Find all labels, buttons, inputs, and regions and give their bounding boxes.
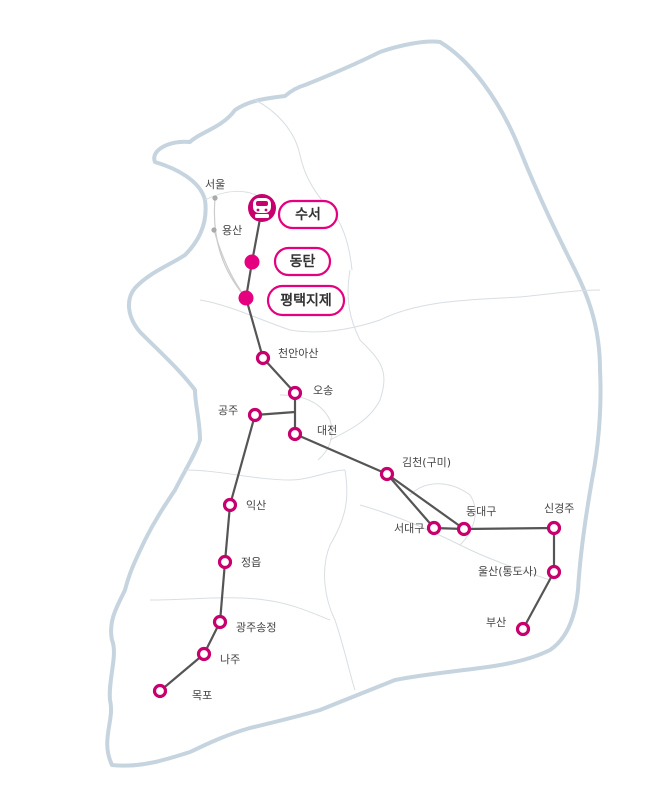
pill-pyeongtaek-jije[interactable]: 평택지제 (266, 284, 346, 317)
border-chungcheong-jeolla (184, 469, 346, 481)
line-gimcheon-dongdaegu (386, 473, 465, 530)
label-mokpo: 목포 (192, 689, 212, 702)
label-osong: 오송 (313, 384, 333, 397)
station-ring-iksan[interactable] (222, 497, 238, 513)
station-ring-gongju[interactable] (247, 407, 263, 423)
label-dongtan: 동탄 (290, 253, 316, 270)
label-jeongeup: 정읍 (241, 556, 261, 569)
border-gyeonggi-chungcheong (199, 299, 381, 333)
border-chungbuk-inner (329, 269, 385, 441)
station-dot-seoul (212, 195, 218, 201)
station-ring-singyeongju[interactable] (546, 520, 562, 536)
label-yongsan: 용산 (222, 224, 242, 237)
label-pyeongtaek-jije: 평택지제 (280, 292, 332, 309)
pill-suseo[interactable]: 수서 (277, 199, 339, 230)
border-daegu-gyeongbuk (359, 504, 551, 581)
line-dongdaegu-busan (463, 526, 556, 630)
border-gangwon-gyeongbuk (379, 289, 601, 321)
station-ring-gwangju-songjeong[interactable] (212, 614, 228, 630)
station-ring-ulsan[interactable] (546, 564, 562, 580)
label-busan: 부산 (486, 616, 506, 629)
label-cheonan-asan: 천안아산 (278, 346, 318, 360)
label-gwangju-songjeong: 광주송정 (236, 621, 276, 634)
label-ulsan: 울산(통도사) (478, 565, 537, 578)
label-gongju: 공주 (218, 404, 238, 417)
label-dongdaegu: 동대구 (466, 505, 496, 518)
station-ring-busan[interactable] (515, 621, 531, 637)
station-ring-osong[interactable] (287, 385, 303, 401)
label-seoul: 서울 (205, 178, 225, 191)
label-naju: 나주 (220, 653, 240, 666)
station-ring-mokpo[interactable] (152, 683, 168, 699)
station-ring-dongdaegu[interactable] (456, 521, 472, 537)
border-jeonbuk-jeonnam (149, 597, 331, 621)
station-dot-yongsan (211, 227, 217, 233)
train-face-icon[interactable] (248, 194, 276, 222)
station-ring-daejeon[interactable] (287, 426, 303, 442)
station-ring-jeongeup[interactable] (217, 554, 233, 570)
station-ring-gimcheon-gumi[interactable] (379, 466, 395, 482)
station-ring-naju[interactable] (196, 646, 212, 662)
label-gimcheon-gumi: 김천(구미) (402, 455, 451, 469)
label-suseo: 수서 (295, 207, 321, 223)
station-ring-seodaegu[interactable] (426, 520, 442, 536)
station-ring-cheonan-asan[interactable] (255, 350, 271, 366)
border-gyeonggi-gangwon (254, 99, 353, 271)
label-seodaegu: 서대구 (394, 522, 424, 535)
label-iksan: 익산 (246, 499, 266, 512)
peninsula-outline (105, 39, 603, 768)
pill-dongtan[interactable]: 동탄 (273, 246, 332, 277)
station-dot-dongtan[interactable] (244, 254, 260, 270)
station-dot-pyeongtaek-jije[interactable] (238, 290, 254, 306)
label-daejeon: 대전 (317, 424, 337, 437)
seoul-feeder-line (213, 197, 247, 299)
border-chungbuk-gyeongbuk (324, 469, 356, 691)
label-singyeongju: 신경주 (544, 502, 574, 515)
